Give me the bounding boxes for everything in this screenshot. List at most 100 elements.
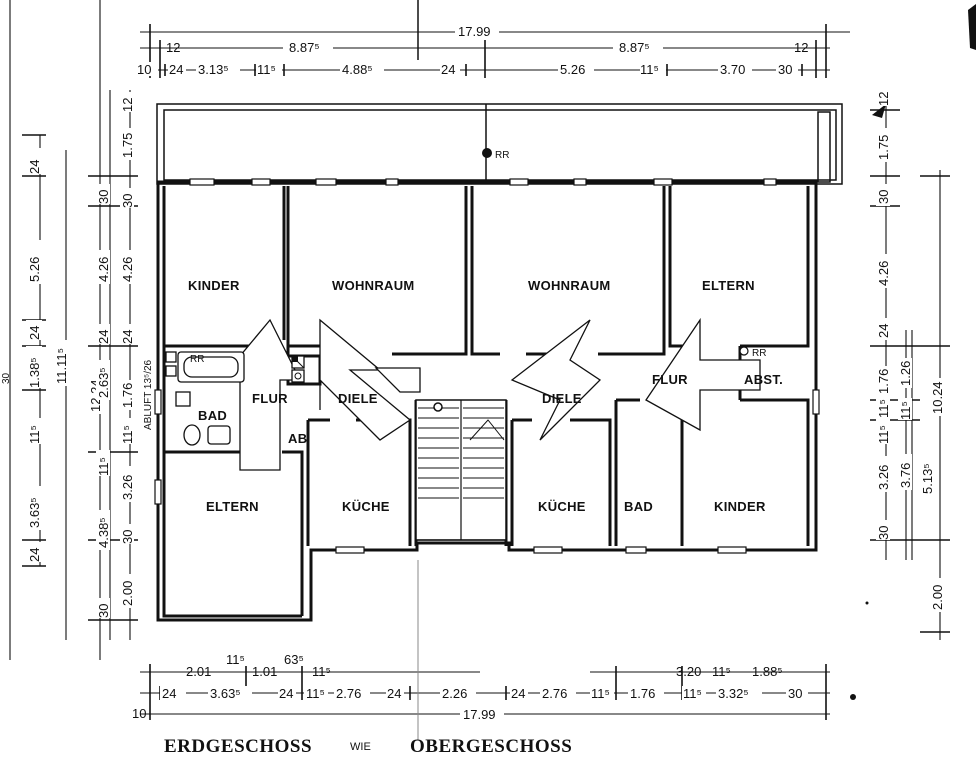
top-row-9: 30 (778, 62, 792, 77)
page-corner-mark (968, 4, 976, 50)
room-eltern-right: ELTERN (702, 278, 755, 293)
staircase (415, 399, 507, 541)
fixtures: RR RR ABLUFT 13⁵/26 (143, 346, 766, 446)
left-inner-4: 11⁵ (120, 425, 135, 444)
left-middle-8: 4.38⁵ (96, 517, 111, 548)
right-inner-5: 5.13⁵ (920, 463, 935, 494)
left-middle-1: 1.75 (120, 133, 135, 158)
bottom-row1-6: 11⁵ (712, 664, 731, 679)
top-row-4: 4.88⁵ (342, 62, 373, 77)
balcony: RR (156, 103, 843, 185)
bottom-overall: 17.99 (463, 707, 496, 722)
bottom-row2-1: 3.63⁵ (210, 686, 241, 701)
diele-right-arrow (510, 319, 602, 441)
right-outer-2: 30 (876, 190, 891, 204)
bottom-row2-3: 11⁵ (306, 686, 325, 701)
right-outer-8: 2.00 (930, 585, 945, 610)
right-inner-0: 1.76 (876, 369, 891, 394)
flur-right-arrow (645, 317, 761, 432)
bottom-row1-1: 11⁵ (226, 652, 245, 667)
title-connector: WIE (350, 741, 371, 753)
top-half-left-label: 8.87⁵ (289, 40, 320, 55)
room-abst: ABST. (744, 372, 783, 387)
bottom-start: 10 (132, 706, 146, 721)
top-half-right-label: 8.87⁵ (619, 40, 650, 55)
left-inner-2: 24 (120, 330, 135, 344)
top-row-3: 11⁵ (257, 62, 276, 77)
right-inner-3: 1.26 (898, 361, 913, 386)
room-ab: AB (288, 431, 307, 446)
title-right: OBERGESCHOSS (410, 736, 572, 757)
left-outer-2: 24 (27, 326, 42, 340)
stair-post-icon (433, 402, 443, 412)
room-labels: KINDER WOHNRAUM WOHNRAUM ELTERN FLUR DIE… (188, 278, 783, 514)
rr-bath-right-label: RR (752, 348, 766, 359)
bottom-row2-0: 24 (162, 686, 176, 701)
bottom-row2-10: 1.76 (630, 686, 655, 701)
bottom-row2-9: 11⁵ (591, 686, 610, 701)
left-marker: 30 (1, 372, 12, 384)
left-outer-3: 1.38⁵ (27, 357, 42, 388)
left-middle-6: 11⁵ (96, 457, 111, 476)
left-overall-a: 11.11⁵ (54, 348, 69, 384)
left-middle-0: 12 (120, 98, 135, 112)
left-middle-2: 30 (96, 190, 111, 204)
bottom-row1-0: 2.01 (186, 664, 211, 679)
top-row-6: 5.26 (560, 62, 585, 77)
title-left: ERDGESCHOSS (164, 736, 312, 757)
room-bad-left: BAD (198, 408, 227, 423)
top-dimensions: 17.99 8.87⁵ 8.87⁵ 12 12 10 24 3.13⁵ 11⁵ … (136, 24, 850, 78)
room-wohnraum-right: WOHNRAUM (528, 278, 611, 293)
bottom-row2-13: 30 (788, 686, 802, 701)
left-outer-4: 11⁵ (27, 425, 42, 444)
right-overall: 10.24 (930, 381, 945, 414)
right-inner-1: 11⁵ (876, 399, 891, 418)
bottom-row1-2: 1.01 (252, 664, 277, 679)
top-row-8: 3.70 (720, 62, 745, 77)
right-outer-4: 24 (876, 324, 891, 338)
room-kinder-left: KINDER (188, 278, 240, 293)
page-marks (417, 0, 976, 740)
left-inner-1: 4.26 (120, 257, 135, 282)
bottom-dimensions: 2.01 11⁵ 1.01 63⁵ 11⁵ 3.20 11⁵ 1.88⁵ 24 … (132, 652, 830, 722)
right-outer-6: 3.26 (876, 465, 891, 490)
bottom-row1-7: 1.88⁵ (752, 664, 783, 679)
left-middle-4: 24 (96, 330, 111, 344)
rr-bath-left-label: RR (190, 354, 204, 365)
top-overall-label: 17.99 (458, 24, 491, 39)
top-edge-right-label: 12 (794, 40, 808, 55)
bottom-row1-4: 11⁵ (312, 664, 331, 679)
left-middle-9: 30 (120, 530, 135, 544)
left-middle-5: 2.63⁵ (96, 367, 111, 398)
left-dimensions: 24 5.26 24 1.38⁵ 11⁵ 3.63⁵ 24 11.11⁵ 30 … (1, 0, 138, 660)
bottom-row2-5: 24 (387, 686, 401, 701)
shaft-icon (175, 391, 191, 407)
bottom-row2-7: 24 (511, 686, 525, 701)
top-row-7: 11⁵ (640, 62, 659, 77)
right-outer-3: 4.26 (876, 261, 891, 286)
stair-left-arrow (374, 367, 421, 393)
plan-title: ERDGESCHOSS WIE OBERGESCHOSS (164, 736, 572, 757)
left-middle-10: 2.00 (120, 581, 135, 606)
left-middle-7: 3.26 (120, 475, 135, 500)
room-eltern-left: ELTERN (206, 499, 259, 514)
right-outer-0: 12 (876, 92, 891, 106)
room-kueche-left: KÜCHE (342, 499, 390, 514)
room-flur-right: FLUR (652, 372, 688, 387)
bottom-row1-3: 63⁵ (284, 652, 304, 667)
bottom-row2-12: 3.32⁵ (718, 686, 749, 701)
diele-left-arrow (319, 318, 412, 441)
window-marks (154, 178, 820, 554)
left-middle-3: 4.26 (96, 257, 111, 282)
right-inner-2: 3.76 (898, 463, 913, 488)
right-outer-5: 11⁵ (876, 425, 891, 444)
toilet-icon (183, 424, 201, 446)
right-outer-1: 1.75 (876, 135, 891, 160)
right-outer-7: 30 (876, 526, 891, 540)
room-kueche-right: KÜCHE (538, 499, 586, 514)
left-outer-6: 24 (27, 548, 42, 562)
left-outer-1: 5.26 (27, 257, 42, 282)
room-kinder-right: KINDER (714, 499, 766, 514)
bottom-row2-6: 2.26 (442, 686, 467, 701)
room-bad-right: BAD (624, 499, 653, 514)
